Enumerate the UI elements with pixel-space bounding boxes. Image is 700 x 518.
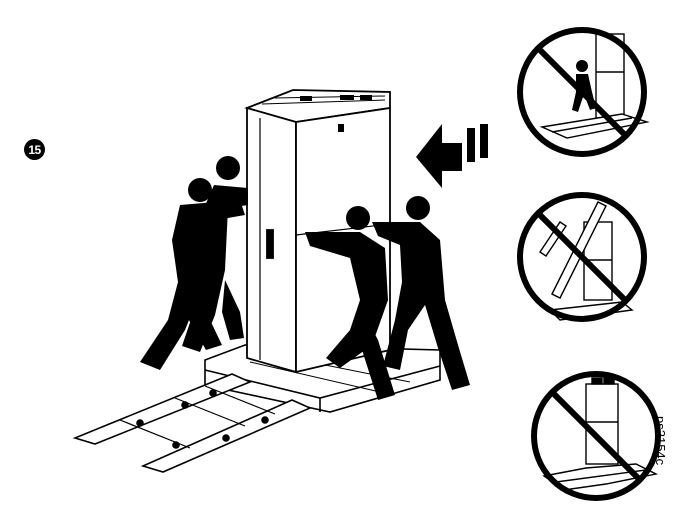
prohibited-panel-1 [512, 22, 652, 162]
prohibited-panel-3 [526, 364, 666, 514]
push-direction-arrow [416, 124, 488, 188]
prohibited-panel-2 [512, 182, 652, 332]
people-left [140, 156, 248, 370]
document-code: ps2154c [654, 416, 668, 496]
